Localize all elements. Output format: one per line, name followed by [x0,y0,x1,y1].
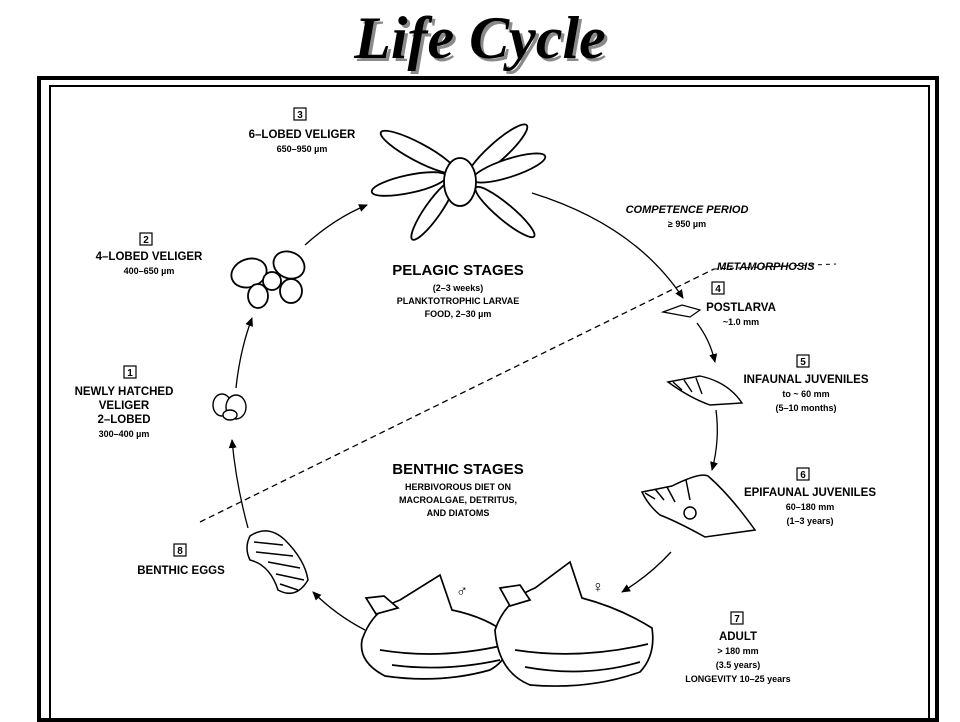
stage-3-line-2: 650–950 µm [277,144,328,154]
arrow-5-to-6 [710,409,718,471]
stage-num-6: 6 [800,470,806,481]
metamorphosis-label: METAMORPHOSIS [717,261,815,273]
stage-num-8: 8 [177,546,183,557]
arrow-4-to-5 [696,322,718,363]
stage-box-5 [796,354,810,368]
stage-box-4 [711,281,725,295]
stage-box-6 [796,467,810,481]
competence-label: COMPETENCE PERIOD [626,204,749,216]
illustration-6-lobed-veliger [370,123,547,241]
male-symbol: ♂ [456,583,468,600]
illustration-epifaunal-juvenile [640,474,757,538]
pelagic-heading: PELAGIC STAGES [392,262,523,279]
stage-5-label: INFAUNAL JUVENILES to ~ 60 mm (5–10 mont… [743,374,868,413]
stage-4-label: POSTLARVA ~1.0 mm [706,302,776,327]
stage-num-7: 7 [734,614,740,625]
stage-box-3 [293,107,307,121]
arrow-2-to-3 [304,204,368,246]
illustration-postlarva [660,304,702,318]
stage-2-line-2: 400–650 µm [124,266,175,276]
illustration-adult-male [360,573,513,680]
stage-6-line-1: EPIFAUNAL JUVENILES [744,487,876,499]
stage-7-line-3: (3.5 years) [716,660,761,670]
stage-6-line-2: 60–180 mm [786,502,835,512]
stage-box-7 [730,611,744,625]
page-title: Life Cycle [354,5,606,71]
stage-1-line-1: NEWLY HATCHED [75,386,174,398]
stage-4-line-2: ~1.0 mm [723,317,759,327]
stage-3-line-1: 6–LOBED VELIGER [249,129,356,141]
stage-num-5: 5 [800,357,806,368]
arrow-3-to-4 [531,192,684,299]
illustration-benthic-eggs [246,530,309,595]
stage-5-line-2: to ~ 60 mm [782,389,829,399]
illustration-adult-female [494,560,654,687]
illustration-infaunal-juvenile [666,375,744,406]
arrow-8-to-1 [228,439,249,529]
arrow-6-to-7 [621,551,672,593]
stage-box-2 [139,232,153,246]
stage-6-label: EPIFAUNAL JUVENILES 60–180 mm (1–3 years… [744,487,876,526]
stage-5-line-3: (5–10 months) [775,403,836,413]
stage-3-label: 6–LOBED VELIGER 650–950 µm [249,129,356,154]
stage-2-label: 4–LOBED VELIGER 400–650 µm [96,251,203,276]
stage-1-label: NEWLY HATCHED VELIGER 2–LOBED 300–400 µm [75,386,174,439]
stage-8-line-1: BENTHIC EGGS [137,565,225,577]
benthic-line-1: HERBIVOROUS DIET ON [405,482,511,492]
stage-1-line-4: 300–400 µm [99,429,150,439]
stage-7-line-4: LONGEVITY 10–25 years [685,674,790,684]
competence-value: ≥ 950 µm [668,219,706,229]
illustration-2-lobed-veliger [212,393,247,421]
stage-box-1 [123,365,137,379]
diagram-frame-inner [49,85,930,720]
pelagic-stages-block: PELAGIC STAGES (2–3 weeks) PLANKTOTROPHI… [392,262,523,319]
arrow-7-to-8 [312,591,366,631]
stage-1-line-2: VELIGER [99,400,150,412]
stage-num-3: 3 [297,110,303,121]
stage-4-line-1: POSTLARVA [706,302,776,314]
benthic-line-3: AND DIATOMS [427,508,490,518]
stage-5-line-1: INFAUNAL JUVENILES [743,374,868,386]
stage-1-line-3: 2–LOBED [97,414,150,426]
stage-7-line-2: > 180 mm [717,646,758,656]
female-symbol: ♀ [592,579,604,596]
arrow-1-to-2 [235,317,253,389]
benthic-line-2: MACROALGAE, DETRITUS, [399,495,517,505]
illustration-4-lobed-veliger [230,250,306,309]
benthic-stages-block: BENTHIC STAGES HERBIVOROUS DIET ON MACRO… [392,461,523,518]
competence-period-block: COMPETENCE PERIOD ≥ 950 µm [626,204,749,229]
stage-8-label: BENTHIC EGGS [137,565,225,577]
stage-num-1: 1 [127,368,133,379]
pelagic-line-1: (2–3 weeks) [433,283,484,293]
stage-box-8 [173,543,187,557]
stage-2-line-1: 4–LOBED VELIGER [96,251,203,263]
stage-num-4: 4 [715,284,721,295]
benthic-heading: BENTHIC STAGES [392,461,523,478]
pelagic-line-2: PLANKTOTROPHIC LARVAE [397,296,520,306]
stage-7-label: ADULT > 180 mm (3.5 years) LONGEVITY 10–… [685,631,790,684]
stage-7-line-1: ADULT [719,631,757,643]
stage-6-line-3: (1–3 years) [786,516,833,526]
stage-num-2: 2 [143,235,149,246]
cycle-arrows [228,192,718,631]
metamorphosis-line [199,268,715,523]
pelagic-line-3: FOOD, 2–30 µm [425,309,492,319]
